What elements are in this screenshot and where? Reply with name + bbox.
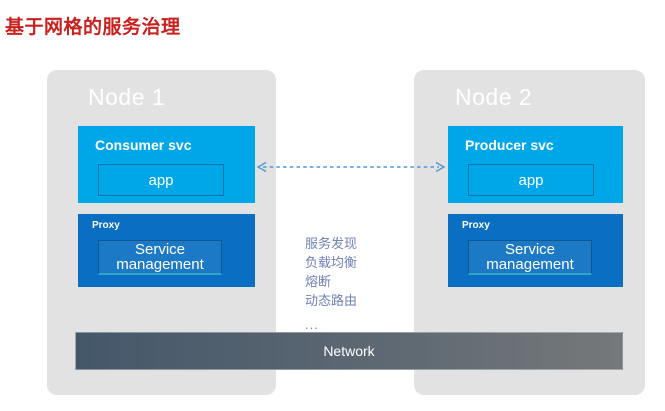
connection-arrow: [254, 160, 448, 173]
network-label: Network: [323, 343, 375, 359]
producer-svc-label: Producer svc: [465, 137, 554, 153]
node-1-proxy-label: Proxy: [92, 220, 120, 231]
node-2-proxy-box: Proxy Service management: [448, 214, 623, 287]
node-1-proxy-box: Proxy Service management: [78, 214, 255, 287]
node-1-service-management-box: Service management: [98, 240, 222, 275]
producer-app-box: app: [468, 164, 594, 196]
capability-service-discovery: 服务发现: [305, 236, 358, 251]
capability-ellipsis: ...: [305, 317, 319, 332]
producer-svc-box: Producer svc app: [448, 126, 623, 203]
node-2-service-management-box: Service management: [468, 240, 592, 275]
node-2-proxy-label: Proxy: [462, 220, 490, 231]
node-2-service-management-label: Service management: [486, 241, 574, 273]
dashed-double-arrow-icon: [256, 161, 446, 173]
capability-dynamic-routing: 动态路由: [305, 293, 358, 308]
consumer-app-label: app: [148, 171, 174, 189]
node-1-service-management-label: Service management: [116, 241, 204, 273]
node-1-title: Node 1: [88, 84, 166, 110]
node-2-title: Node 2: [455, 84, 533, 110]
capability-load-balancing: 负载均衡: [305, 255, 358, 270]
network-bar: Network: [75, 332, 623, 370]
consumer-app-box: app: [98, 164, 224, 196]
producer-app-label: app: [518, 171, 544, 189]
consumer-svc-box: Consumer svc app: [78, 126, 255, 203]
page-title: 基于网格的服务治理: [5, 17, 181, 38]
consumer-svc-label: Consumer svc: [95, 137, 192, 153]
capability-circuit-breaking: 熔断: [305, 274, 332, 289]
capabilities-list: 服务发现 负载均衡 熔断 动态路由 ...: [305, 234, 357, 334]
